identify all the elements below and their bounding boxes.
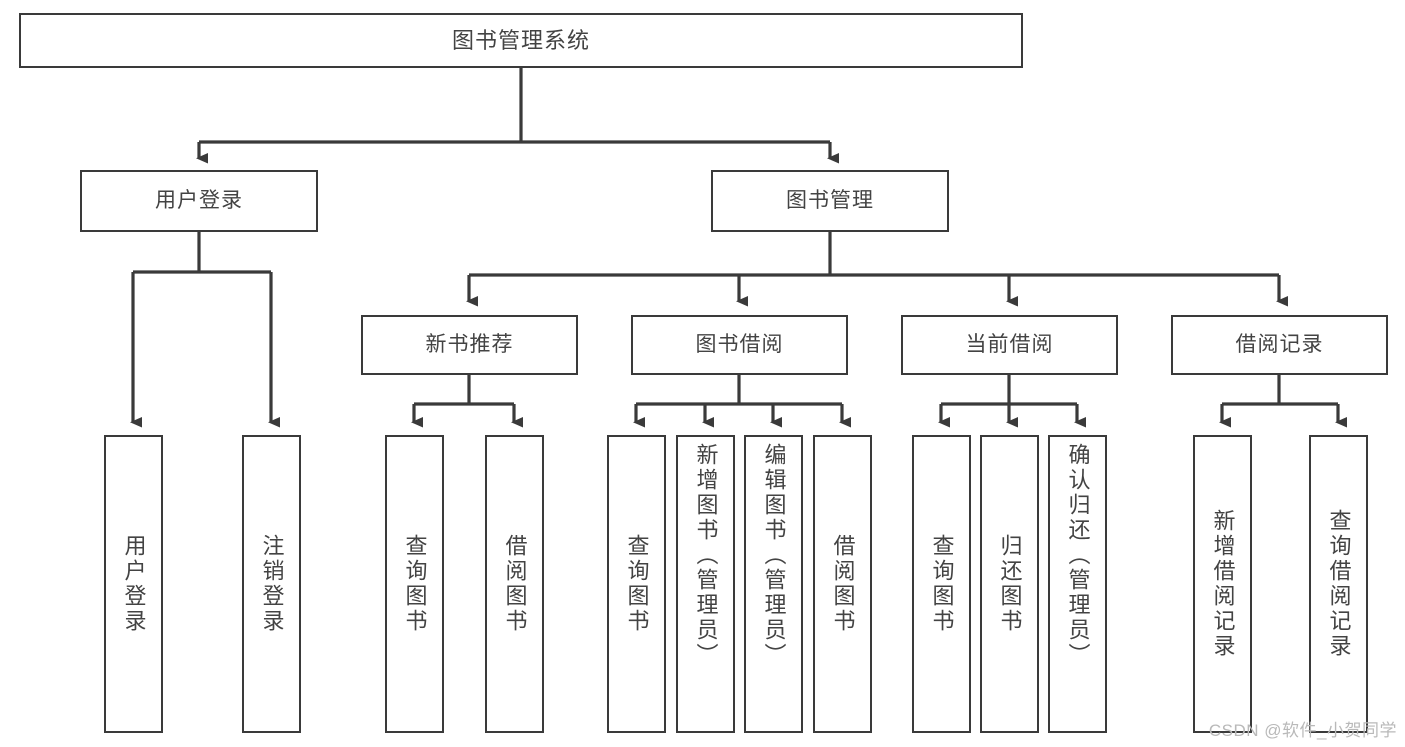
node-label: 查询图书 bbox=[929, 534, 955, 634]
node-label: 借阅记录 bbox=[1235, 332, 1324, 356]
leaf-query-borrow-record[interactable]: 查询借阅记录 bbox=[1309, 435, 1368, 733]
node-current-borrowing[interactable]: 当前借阅 bbox=[901, 315, 1118, 375]
node-label: 图书管理 bbox=[786, 188, 874, 212]
node-book-management[interactable]: 图书管理 bbox=[711, 170, 949, 232]
leaf-borrow-book-recommendation[interactable]: 借阅图书 bbox=[485, 435, 544, 733]
leaf-query-book-current[interactable]: 查询图书 bbox=[912, 435, 971, 733]
leaf-confirm-return-admin[interactable]: 确认归还（管理员） bbox=[1048, 435, 1107, 733]
leaf-query-book-borrowing[interactable]: 查询图书 bbox=[607, 435, 666, 733]
leaf-add-book-admin[interactable]: 新增图书（管理员） bbox=[676, 435, 735, 733]
node-label: 图书管理系统 bbox=[451, 27, 590, 53]
node-label: 编辑图书（管理员） bbox=[761, 443, 787, 668]
node-book-borrowing[interactable]: 图书借阅 bbox=[631, 315, 848, 375]
node-label: 新书推荐 bbox=[425, 332, 514, 356]
node-label: 查询图书 bbox=[402, 534, 428, 634]
node-label: 用户登录 bbox=[121, 534, 147, 634]
node-label: 当前借阅 bbox=[965, 332, 1054, 356]
node-label: 查询借阅记录 bbox=[1326, 509, 1352, 659]
node-label: 新增图书（管理员） bbox=[693, 443, 719, 668]
node-label: 查询图书 bbox=[624, 534, 650, 634]
node-label: 借阅图书 bbox=[502, 534, 528, 634]
node-label: 归还图书 bbox=[997, 534, 1023, 634]
node-user-login[interactable]: 用户登录 bbox=[80, 170, 318, 232]
leaf-add-borrow-record[interactable]: 新增借阅记录 bbox=[1193, 435, 1252, 733]
node-label: 确认归还（管理员） bbox=[1065, 443, 1091, 668]
node-label: 图书借阅 bbox=[695, 332, 784, 356]
node-borrowing-records[interactable]: 借阅记录 bbox=[1171, 315, 1388, 375]
node-label: 新增借阅记录 bbox=[1210, 509, 1236, 659]
leaf-query-book-recommendation[interactable]: 查询图书 bbox=[385, 435, 444, 733]
leaf-user-logout[interactable]: 注销登录 bbox=[242, 435, 301, 733]
node-label: 注销登录 bbox=[259, 534, 285, 634]
leaf-return-book[interactable]: 归还图书 bbox=[980, 435, 1039, 733]
leaf-edit-book-admin[interactable]: 编辑图书（管理员） bbox=[744, 435, 803, 733]
leaf-user-login[interactable]: 用户登录 bbox=[104, 435, 163, 733]
leaf-borrow-book-borrowing[interactable]: 借阅图书 bbox=[813, 435, 872, 733]
node-label: 借阅图书 bbox=[830, 534, 856, 634]
node-book-management-system[interactable]: 图书管理系统 bbox=[19, 13, 1023, 68]
node-new-book-recommendation[interactable]: 新书推荐 bbox=[361, 315, 578, 375]
node-label: 用户登录 bbox=[155, 188, 243, 212]
